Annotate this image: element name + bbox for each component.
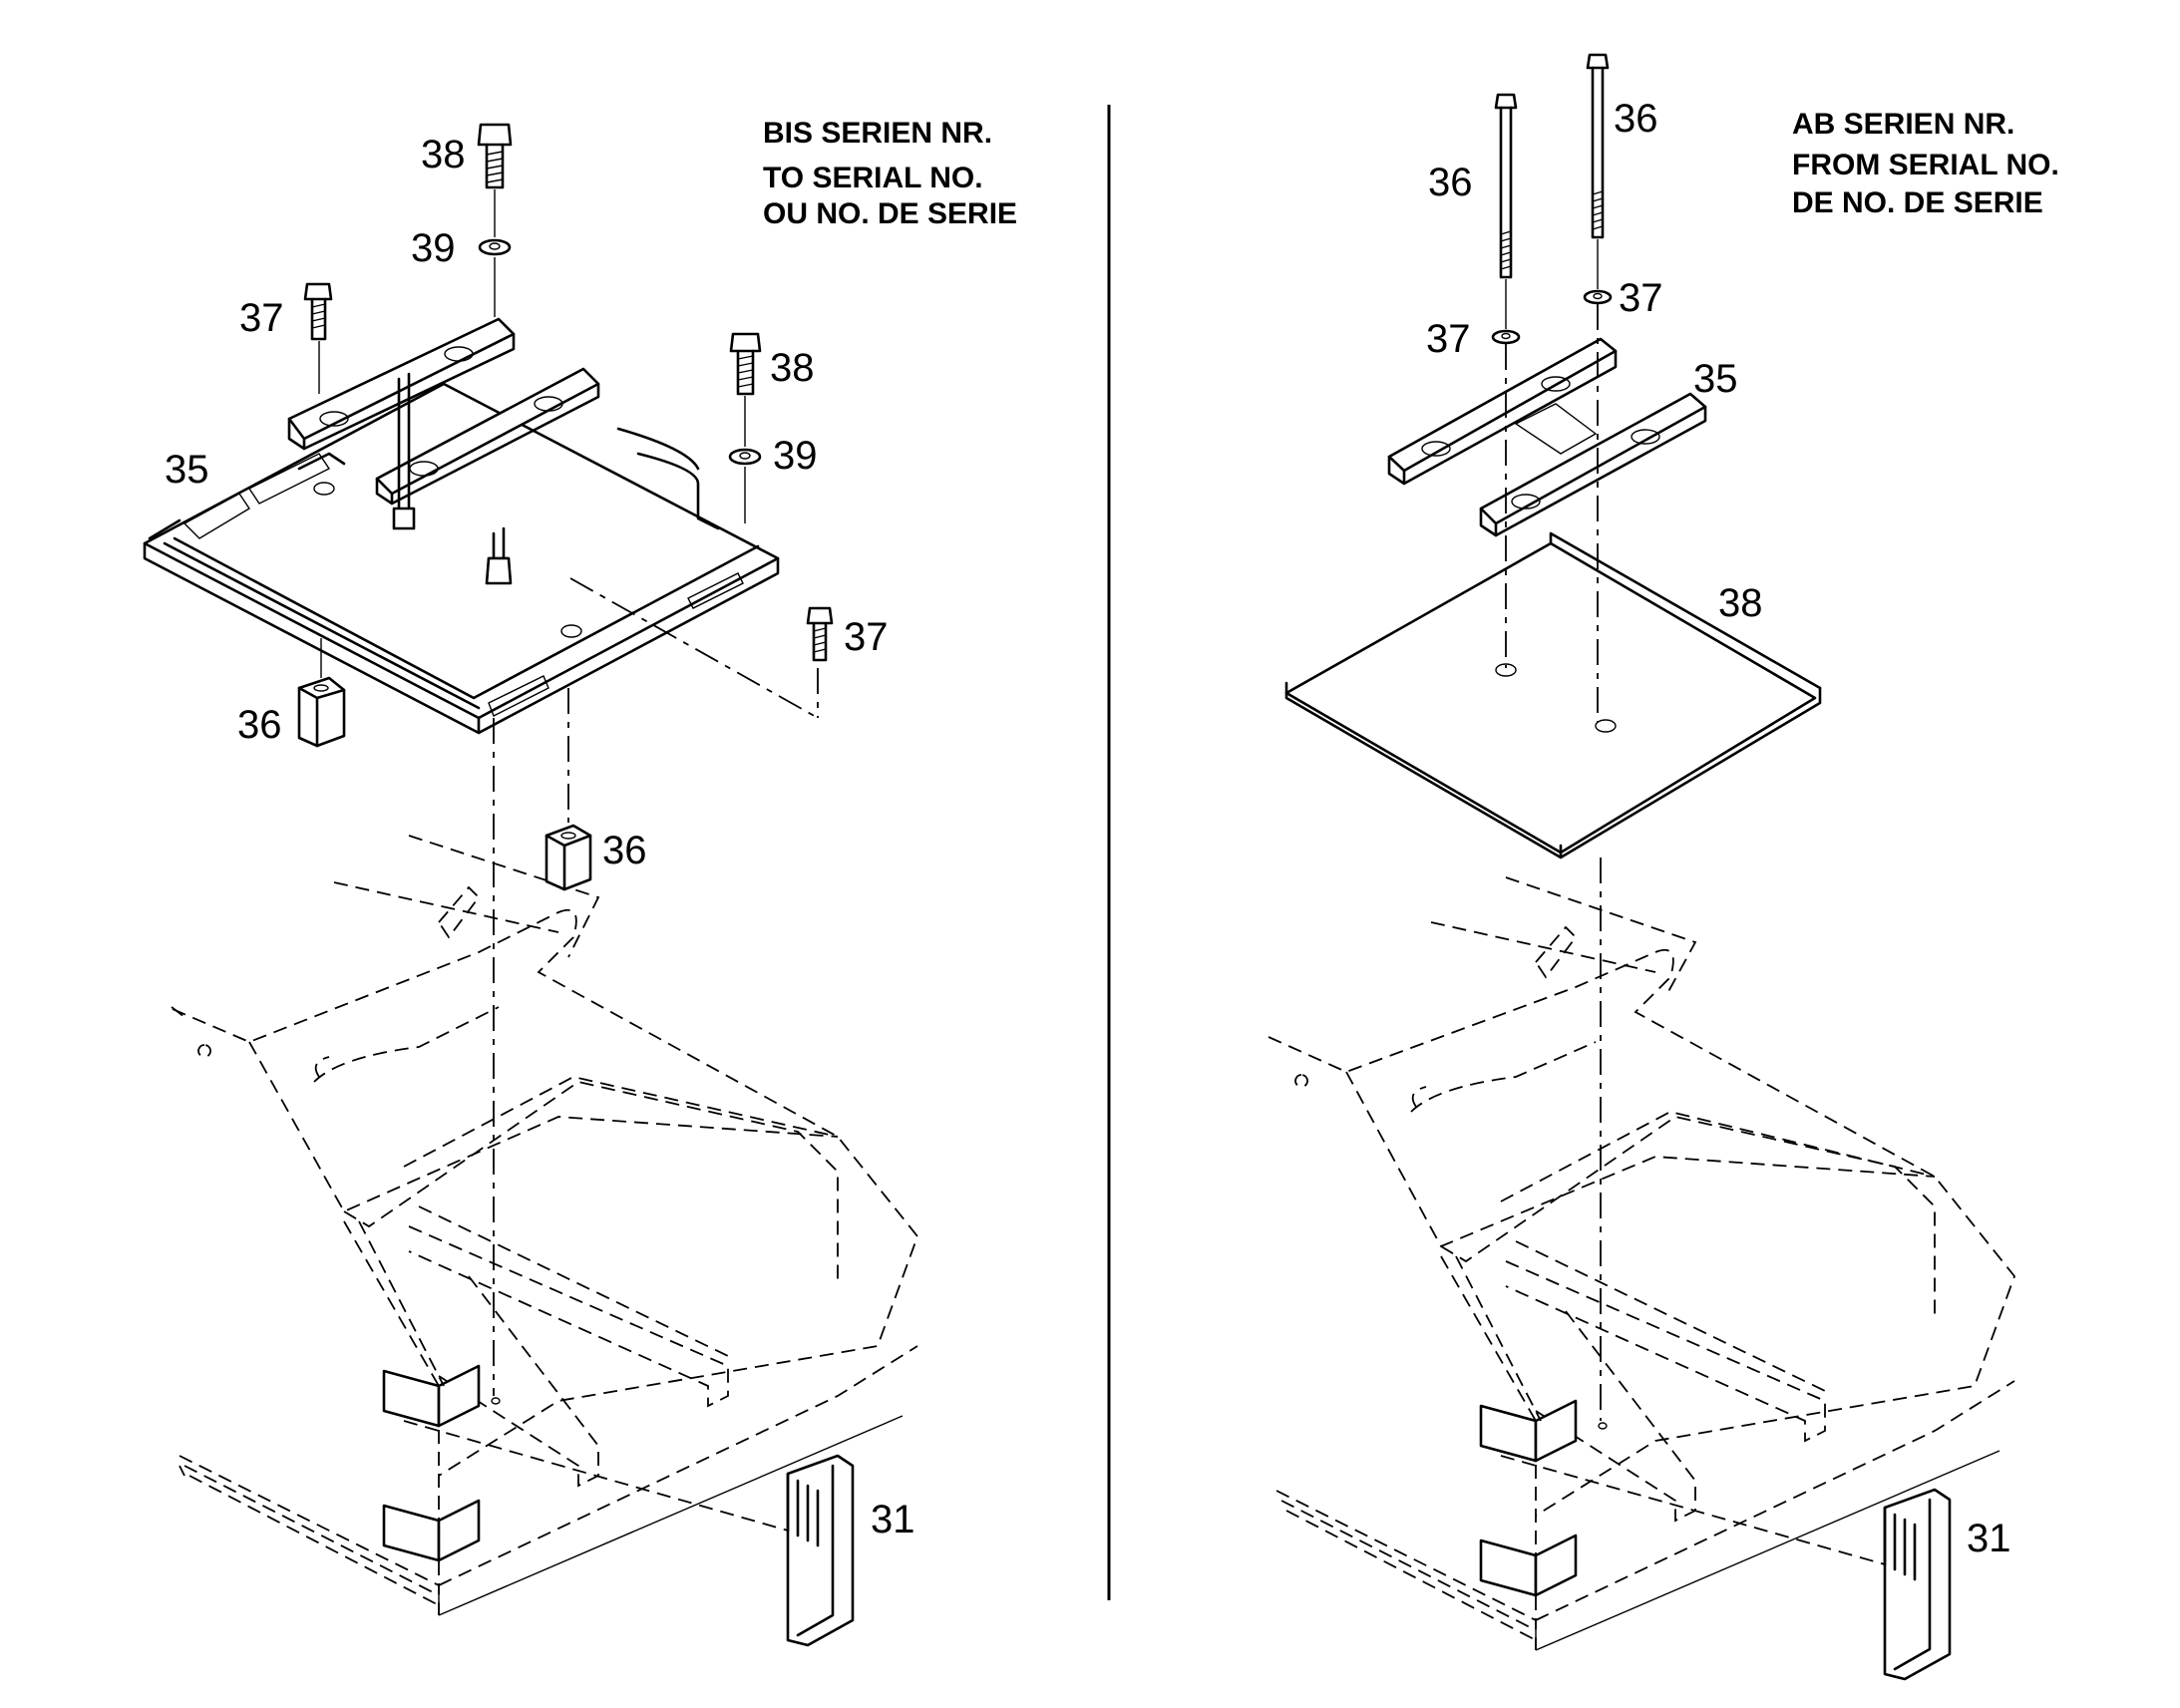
label-left-block-lower: 36 <box>602 829 647 872</box>
label-left-washer-top: 39 <box>411 226 456 270</box>
left-bolt-top <box>477 123 513 317</box>
left-heading-line-1: BIS SERIEN NR. <box>763 117 992 150</box>
left-rails <box>287 317 600 585</box>
right-lower-brackets <box>1440 1255 1578 1620</box>
left-bolt-right <box>728 332 762 523</box>
right-panel: AB SERIEN NR. FROM SERIAL NO. DE NO. DE … <box>1268 53 2067 1681</box>
left-frame <box>143 382 780 735</box>
label-left-bolt-left: 37 <box>239 296 284 340</box>
left-bolt-lower-right <box>569 577 834 719</box>
right-rails <box>1387 337 1707 537</box>
label-left-bolt-top: 38 <box>421 133 466 176</box>
left-panel: BIS SERIEN NR. TO SERIAL NO. OU NO. DE S… <box>143 117 1017 1647</box>
right-heading-line-3: DE NO. DE SERIE <box>1792 186 2043 219</box>
right-long-bolt-left <box>1491 93 1521 668</box>
label-left-bolt-right: 38 <box>770 346 815 390</box>
left-heading-line-3: OU NO. DE SERIE <box>763 197 1017 230</box>
left-handle <box>403 1420 855 1647</box>
label-left-frame: 35 <box>165 448 209 492</box>
label-left-handle: 31 <box>871 1498 915 1541</box>
right-vehicle-body <box>1268 876 2016 1651</box>
label-right-plate: 38 <box>1718 581 1763 625</box>
left-heading: BIS SERIEN NR. TO SERIAL NO. OU NO. DE S… <box>763 117 1017 230</box>
label-left-washer-right: 39 <box>773 434 818 478</box>
right-long-bolt-right <box>1583 53 1613 1430</box>
label-right-rails: 35 <box>1693 357 1738 401</box>
label-right-washer-left: 37 <box>1426 317 1471 361</box>
right-heading: AB SERIEN NR. FROM SERIAL NO. DE NO. DE … <box>1792 108 2067 219</box>
right-heading-line-1: AB SERIEN NR. <box>1792 108 2014 141</box>
left-block-left <box>297 638 346 748</box>
label-right-handle: 31 <box>1967 1517 2011 1560</box>
left-lower-brackets <box>343 1220 481 1585</box>
label-left-bolt-lower-right: 37 <box>844 615 889 659</box>
left-block-lower <box>545 688 592 891</box>
label-left-block-left: 36 <box>237 703 282 747</box>
left-heading-line-2: TO SERIAL NO. <box>763 162 983 194</box>
right-plate <box>1284 531 1822 859</box>
left-bolt-left <box>303 282 333 394</box>
label-right-long-bolt-right: 36 <box>1614 97 1658 141</box>
label-right-washer-right: 37 <box>1619 276 1663 320</box>
right-handle <box>1500 1455 1952 1681</box>
label-right-long-bolt-left: 36 <box>1428 161 1473 204</box>
right-heading-line-2: FROM SERIAL NO. <box>1792 149 2059 181</box>
